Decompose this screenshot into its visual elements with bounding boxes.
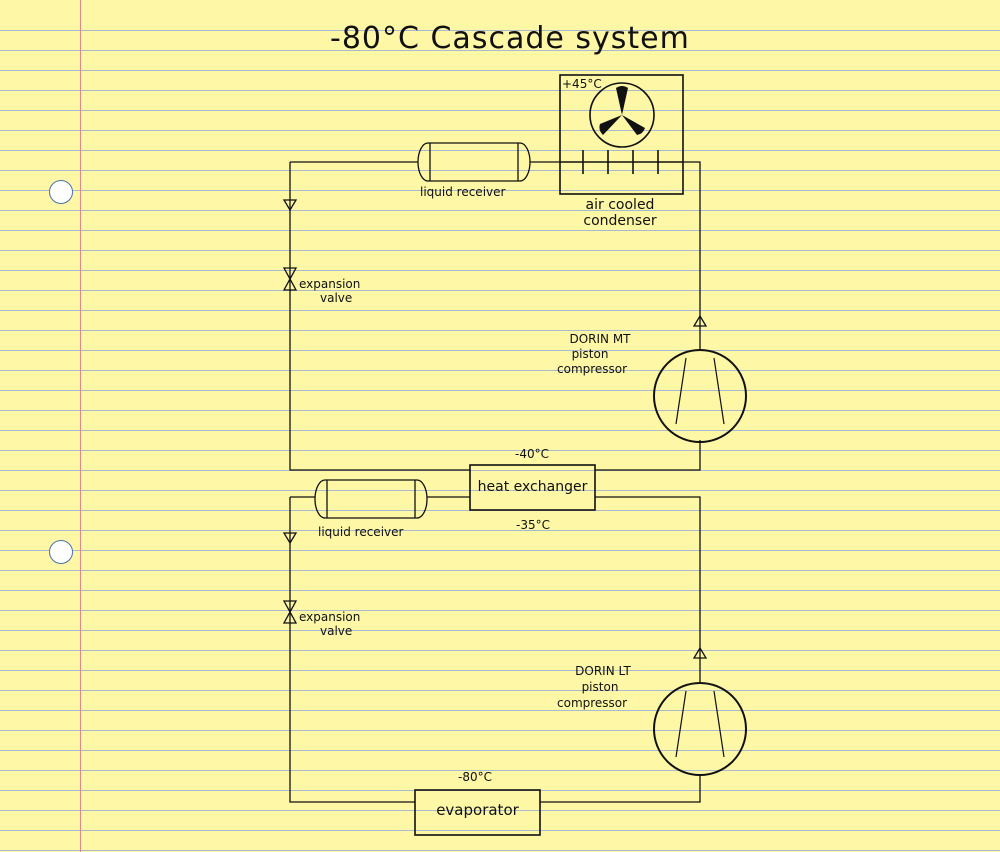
condenser-label-line2: condenser xyxy=(583,213,657,229)
heat-exchanger-label: heat exchanger xyxy=(477,479,588,495)
mt-compressor-line1: DORIN MT xyxy=(569,332,631,346)
lt-expansion-label-line2: valve xyxy=(320,624,353,638)
lt-receiver-label: liquid receiver xyxy=(318,525,404,539)
mt-expansion-label-line2: valve xyxy=(320,291,353,305)
notebook-margin-line xyxy=(80,0,81,852)
mt-compressor-line3: compressor xyxy=(557,362,628,376)
binder-hole-bottom xyxy=(49,540,73,564)
mt-receiver-label: liquid receiver xyxy=(420,185,506,199)
mt-liquid-receiver xyxy=(417,142,531,182)
mt-flow-arrow-up xyxy=(692,314,708,327)
evaporator-label: evaporator xyxy=(436,801,519,819)
air-cooled-condenser xyxy=(559,74,684,195)
lt-liquid-receiver xyxy=(314,479,428,519)
lt-compressor-line3: compressor xyxy=(557,696,628,710)
lt-piping xyxy=(289,496,701,803)
lt-expansion-valve xyxy=(282,600,298,624)
mt-compressor-line2: piston xyxy=(571,347,609,361)
condenser-label-line1: air cooled xyxy=(585,197,655,213)
heat-exchanger-temp-bottom: -35°C xyxy=(516,518,550,532)
evaporator-temp: -80°C xyxy=(458,770,492,784)
mt-expansion-label-line1: expansion xyxy=(299,277,361,291)
lt-expansion-label-line1: expansion xyxy=(299,610,361,624)
mt-expansion-valve xyxy=(282,267,298,291)
lt-flow-arrow-down xyxy=(282,532,298,545)
lt-compressor xyxy=(653,682,747,776)
mt-flow-arrow-down xyxy=(282,199,298,212)
lt-flow-arrow-up xyxy=(692,646,708,659)
condenser-temp: +45°C xyxy=(562,77,602,91)
mt-compressor xyxy=(653,349,747,443)
lt-compressor-line2: piston xyxy=(581,680,619,694)
lt-compressor-line1: DORIN LT xyxy=(575,664,631,678)
evaporator-box xyxy=(414,789,541,836)
binder-hole-top xyxy=(49,180,73,204)
mt-piping xyxy=(289,161,701,471)
fan-icon xyxy=(599,86,645,135)
page-title: -80°C Cascade system xyxy=(330,21,690,56)
heat-exchanger-box xyxy=(469,464,596,511)
heat-exchanger-temp-top: -40°C xyxy=(515,447,549,461)
